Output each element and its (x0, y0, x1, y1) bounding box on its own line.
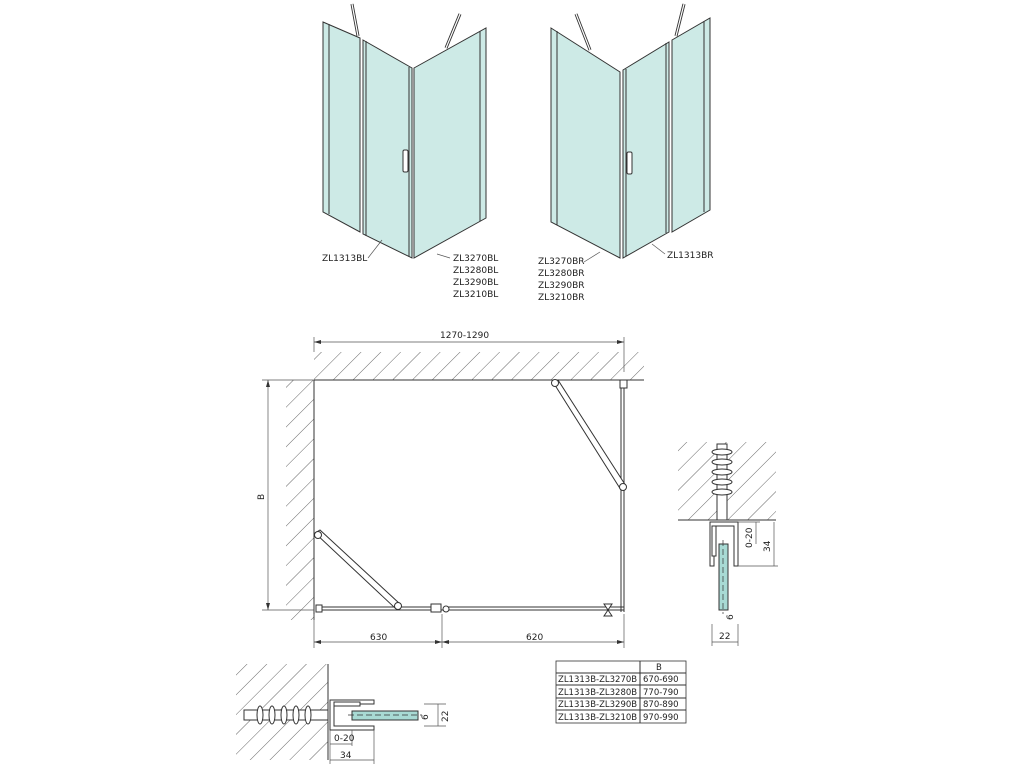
left-side-panel (413, 27, 487, 259)
right-section-dimension: 620 (526, 633, 543, 643)
plan-view: 1270-1290 B 630 620 (257, 331, 644, 648)
table-row-3-value: 870-890 (643, 700, 679, 710)
right-fixed-panel (671, 17, 711, 233)
bottom-detail-width-dim: 22 (441, 711, 451, 722)
left-panel-label-4: ZL3210BL (453, 290, 498, 300)
right-side-panel (550, 27, 621, 259)
right-door-panel (622, 41, 670, 259)
wall-anchor-icon (243, 705, 329, 725)
door-handle-icon (402, 149, 409, 173)
detail-glass (718, 543, 729, 611)
right-panel-label-1: ZL3270BR (538, 257, 585, 267)
left-panel-label-3: ZL3290BL (453, 278, 498, 288)
bottom-detail-glass (351, 710, 419, 721)
bottom-profile-detail: 6 22 0-20 34 (236, 664, 451, 764)
top-wall-hatch (314, 352, 644, 380)
table-row-4-model: ZL1313B-ZL3210B (558, 713, 637, 723)
left-panel-label-2: ZL3280BL (453, 266, 498, 276)
table-header-b: B (656, 663, 662, 673)
wall-anchor-icon (711, 443, 733, 521)
left-door-panel (362, 39, 413, 259)
right-panel-label-4: ZL3210BR (538, 293, 585, 303)
right-detail-depth-dim: 34 (763, 540, 773, 552)
right-enclosure-view: ZL3270BR ZL3280BR ZL3290BR ZL3210BR ZL13… (538, 3, 714, 303)
right-detail-adjust-dim: 0-20 (745, 527, 755, 548)
table-row-2-model: ZL1313B-ZL3280B (558, 688, 637, 698)
dimension-table: B ZL1313B-ZL3270B 670-690 ZL1313B-ZL3280… (555, 660, 687, 724)
depth-dimension: B (257, 494, 267, 500)
table-row-3-model: ZL1313B-ZL3290B (558, 700, 637, 710)
table-row-4-value: 970-990 (643, 713, 679, 723)
bottom-detail-depth-dim: 34 (340, 751, 352, 761)
right-detail-glass-dim: 6 (726, 614, 736, 620)
right-panel-label-3: ZL3290BR (538, 281, 585, 291)
left-wall-hatch (286, 380, 314, 620)
right-profile-detail: 0-20 34 6 22 (678, 442, 778, 646)
left-section-dimension: 630 (370, 633, 387, 643)
right-panel-label-2: ZL3280BR (538, 269, 585, 279)
left-enclosure-view: ZL1313BL ZL3270BL ZL3280BL ZL3290BL ZL32… (322, 3, 498, 300)
door-handle-icon (626, 151, 633, 175)
bottom-detail-adjust-dim: 0-20 (334, 734, 355, 744)
left-handle-label: ZL1313BL (322, 254, 367, 264)
table-row-1-model: ZL1313B-ZL3270B (558, 675, 637, 685)
right-detail-width-dim: 22 (719, 632, 730, 642)
table-row-1-value: 670-690 (643, 675, 679, 685)
bottom-detail-glass-dim: 6 (421, 714, 431, 720)
table-row-2-value: 770-790 (643, 688, 679, 698)
width-dimension: 1270-1290 (440, 331, 489, 341)
right-handle-label: ZL1313BR (667, 251, 714, 261)
left-panel-label-1: ZL3270BL (453, 254, 498, 264)
